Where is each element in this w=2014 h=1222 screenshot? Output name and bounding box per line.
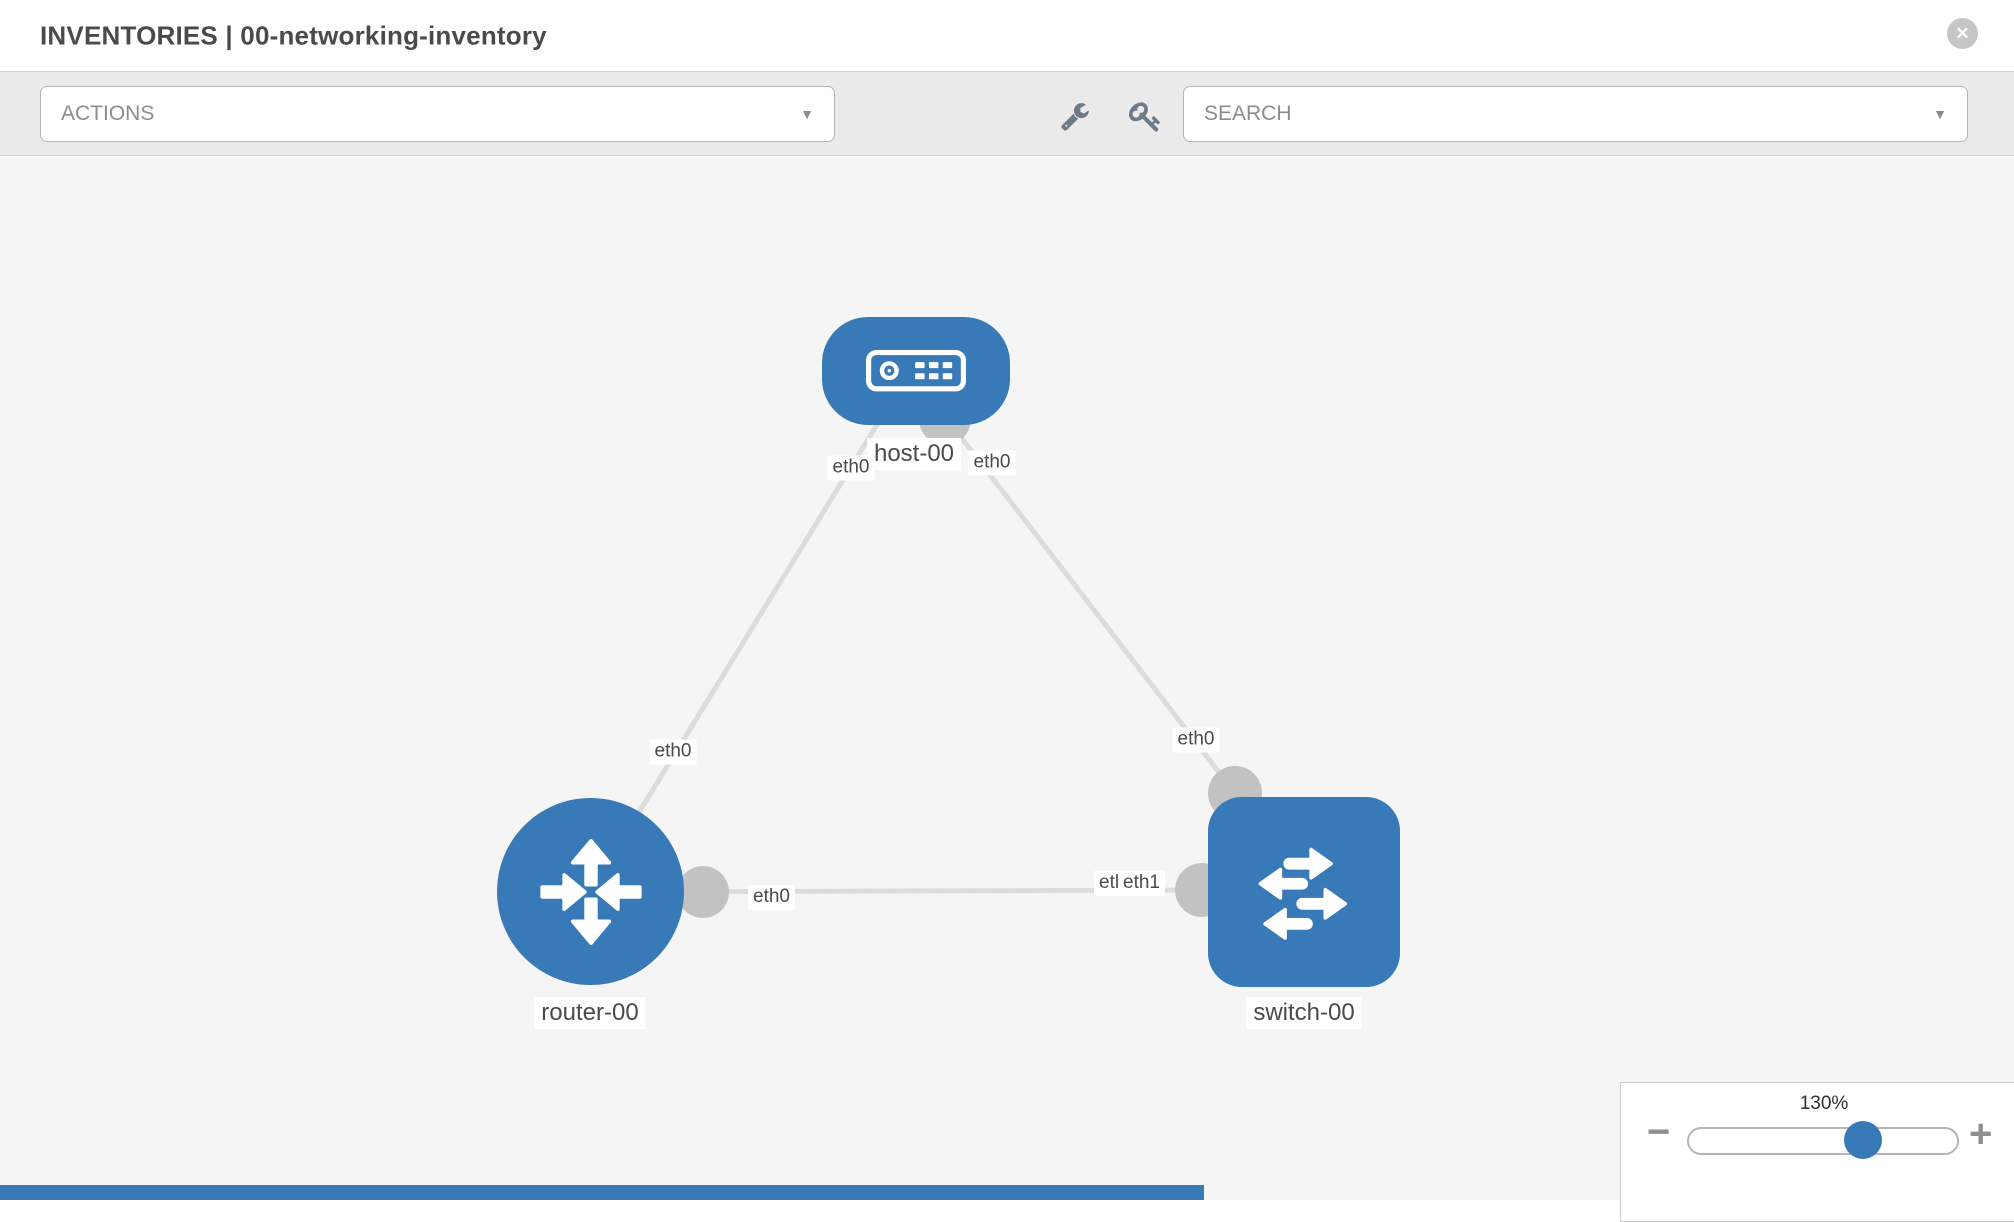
port-label: eth0 bbox=[968, 450, 1016, 476]
router-icon bbox=[539, 838, 642, 945]
switch-icon bbox=[1258, 847, 1348, 940]
node-label-router: router-00 bbox=[534, 997, 646, 1029]
plus-icon: + bbox=[1969, 1112, 1993, 1156]
zoom-slider-thumb[interactable] bbox=[1844, 1121, 1882, 1159]
chevron-down-icon: ▼ bbox=[800, 106, 814, 122]
port-label: eth0 bbox=[827, 455, 875, 481]
header-bar: INVENTORIES | 00-networking-inventory ✕ bbox=[0, 0, 2014, 71]
port-label: eth0 bbox=[748, 885, 795, 910]
node-switch-00[interactable] bbox=[1208, 797, 1400, 987]
zoom-slider[interactable] bbox=[1687, 1121, 1959, 1159]
key-icon bbox=[1128, 101, 1160, 132]
actions-dropdown[interactable]: ACTIONS ▼ bbox=[40, 86, 835, 142]
zoom-out-button[interactable]: − bbox=[1647, 1110, 1671, 1154]
zoom-control-panel: 130% − + bbox=[1620, 1082, 2014, 1222]
bottom-blue-bar bbox=[0, 1185, 1204, 1200]
search-dropdown-label: SEARCH bbox=[1204, 102, 1292, 125]
node-label-host: host-00 bbox=[866, 438, 962, 470]
host-icon bbox=[866, 350, 966, 392]
wrench-icon bbox=[1061, 103, 1089, 131]
toolbar: ACTIONS ▼ SEARCH ▼ bbox=[0, 71, 2014, 156]
minus-icon: − bbox=[1647, 1110, 1671, 1154]
zoom-in-button[interactable]: + bbox=[1969, 1112, 1993, 1156]
close-icon: ✕ bbox=[1955, 23, 1970, 43]
topology-canvas[interactable]: host-00 router-00 switch-00 eth0 eth0 et… bbox=[0, 157, 2014, 1200]
zoom-level-label: 130% bbox=[1799, 1093, 1849, 1114]
node-router-00[interactable] bbox=[497, 798, 684, 985]
port-label: eth0 bbox=[1172, 727, 1220, 753]
port-label: eth1 bbox=[1118, 871, 1165, 896]
node-label-switch: switch-00 bbox=[1246, 997, 1362, 1029]
search-dropdown[interactable]: SEARCH ▼ bbox=[1183, 86, 1968, 142]
credentials-button[interactable] bbox=[1122, 93, 1168, 139]
configure-button[interactable] bbox=[1052, 93, 1098, 139]
topology-links-layer bbox=[587, 393, 1262, 918]
page-title: INVENTORIES | 00-networking-inventory bbox=[40, 20, 547, 50]
actions-dropdown-label: ACTIONS bbox=[61, 102, 155, 125]
chevron-down-icon: ▼ bbox=[1933, 106, 1947, 122]
port-label: eth0 bbox=[649, 739, 697, 765]
close-button[interactable]: ✕ bbox=[1947, 18, 1978, 49]
port-connector bbox=[677, 866, 729, 918]
node-host-00[interactable] bbox=[822, 317, 1010, 425]
